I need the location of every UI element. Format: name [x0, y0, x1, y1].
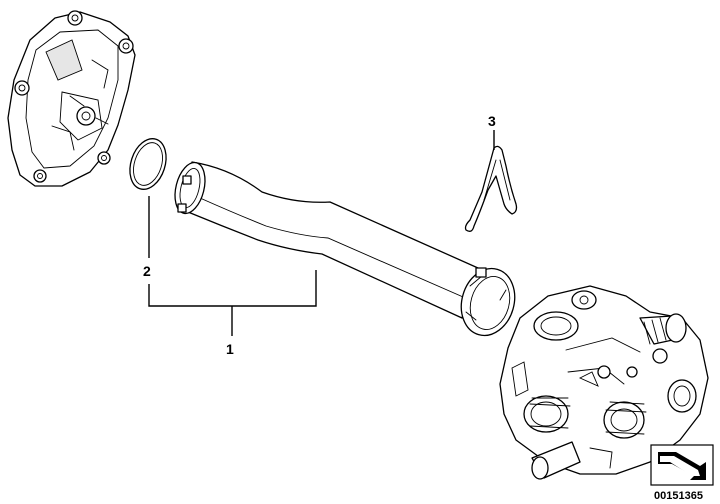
coolant-pipe: [174, 161, 516, 337]
callout-3: 3: [488, 113, 496, 129]
o-ring: [129, 138, 167, 190]
document-number: 00151365: [654, 490, 703, 502]
water-pump-housing: [7, 10, 136, 187]
leader-lines: [148, 130, 495, 336]
thermostat-housing: [499, 285, 709, 480]
arrow-stamp-icon: [650, 444, 714, 486]
spring-clip: [464, 145, 518, 232]
callout-2: 2: [143, 263, 151, 279]
callout-1: 1: [226, 341, 234, 357]
